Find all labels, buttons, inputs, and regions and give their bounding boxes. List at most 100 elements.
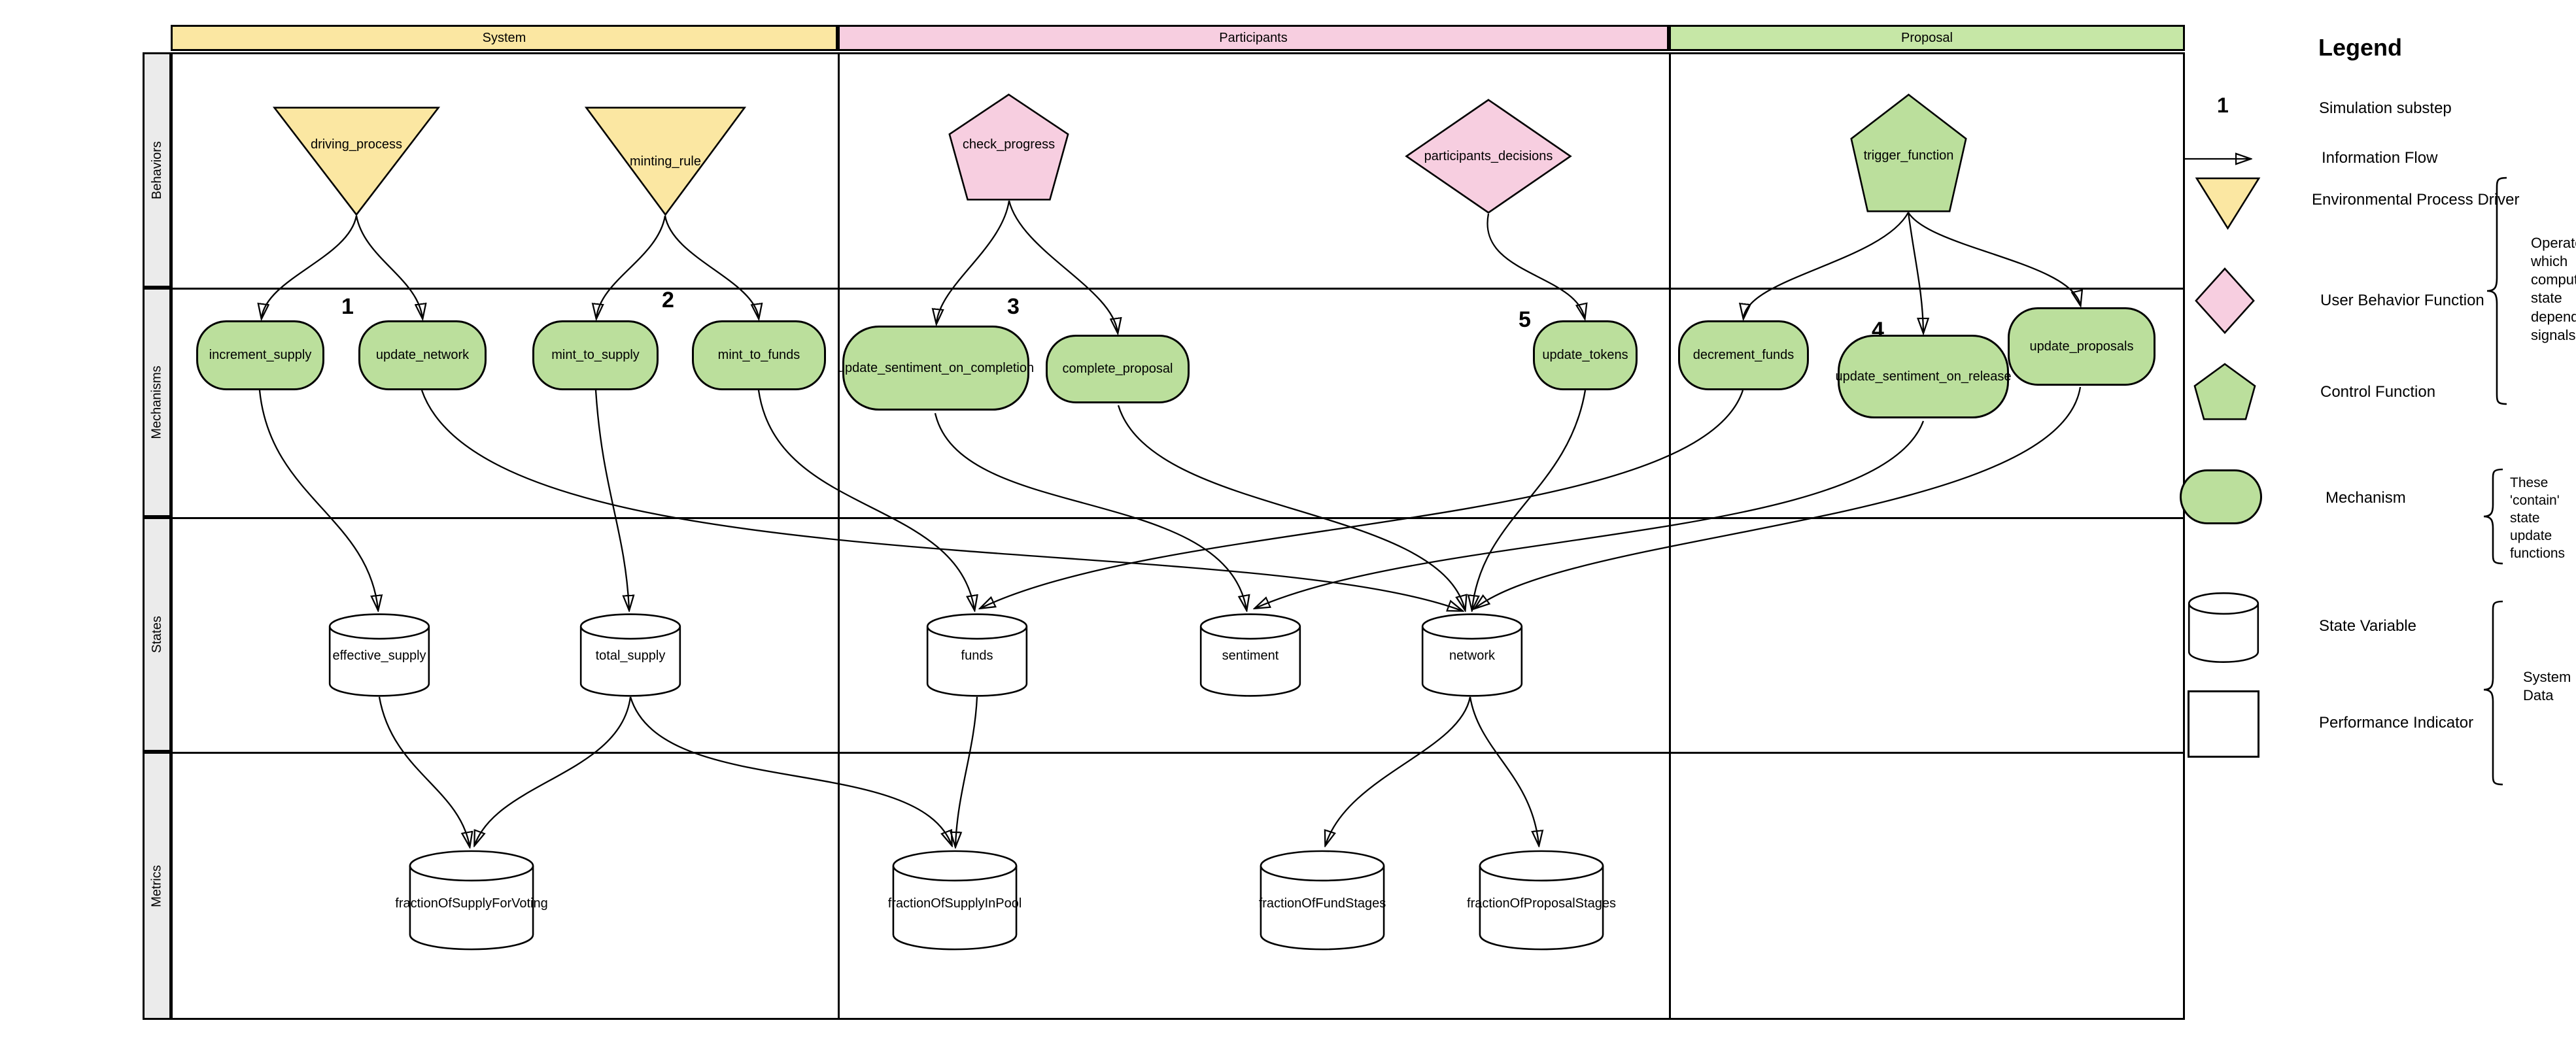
legend-operators-note: Operators which compute state dependent … — [2531, 235, 2576, 343]
legend-title: Legend — [2318, 34, 2403, 61]
column-header-proposal: Proposal — [1669, 25, 2185, 51]
node-mint-to-funds[interactable]: mint_to_funds — [692, 320, 826, 390]
legend-environmental-process-driver-icon — [2196, 178, 2259, 229]
cylinder-shape — [891, 850, 1019, 951]
node-label: effective_supply — [332, 648, 426, 663]
node-label: fractionOfSupplyForVoting — [395, 896, 548, 911]
legend-mechanism-brace — [2483, 468, 2503, 565]
node-label: fractionOfProposalStages — [1467, 896, 1616, 911]
node-label: fractionOfSupplyInPool — [887, 896, 1022, 911]
substep-1: 1 — [341, 294, 354, 319]
row-divider-1 — [171, 288, 2185, 290]
diamond-shape — [1405, 99, 1572, 214]
row-divider-3 — [171, 752, 2185, 754]
node-total-supply[interactable]: total_supply — [579, 613, 682, 697]
column-header-participants-label: Participants — [1219, 30, 1288, 45]
node-label: complete_proposal — [1062, 362, 1173, 376]
cylinder-shape — [407, 850, 536, 951]
legend-control-function-label: Control Function — [2320, 383, 2436, 401]
node-update-sentiment-on-release[interactable]: update_sentiment_on_release — [1835, 335, 2012, 418]
diagram-frame — [171, 52, 2185, 1020]
node-label: fractionOfFundStages — [1258, 896, 1386, 911]
cylinder-shape — [1477, 850, 1606, 951]
row-header-states-label: States — [149, 616, 164, 653]
node-update-sentiment-on-completion[interactable]: update_sentiment_on_completion — [838, 326, 1034, 411]
column-divider-2 — [1669, 52, 1671, 1020]
node-fraction-of-supply-in-pool[interactable]: fractionOfSupplyInPool — [888, 850, 1022, 951]
cylinder-shape — [328, 613, 431, 697]
cylinder-shape — [1258, 850, 1386, 951]
node-increment-supply[interactable]: increment_supply — [196, 320, 324, 390]
legend-environmental-process-driver-label: Environmental Process Driver — [2312, 191, 2520, 209]
node-label: participants_decisions — [1424, 149, 1553, 164]
pentagon-shape — [948, 93, 1069, 201]
legend-performance-indicator-icon — [2188, 690, 2259, 758]
node-complete-proposal[interactable]: complete_proposal — [1046, 335, 1190, 403]
node-update-network[interactable]: update_network — [358, 320, 487, 390]
legend-user-behavior-function-icon — [2195, 268, 2254, 333]
node-network[interactable]: network — [1420, 613, 1524, 697]
node-mint-to-supply[interactable]: mint_to_supply — [532, 320, 659, 390]
legend-mechanism-label: Mechanism — [2326, 489, 2406, 507]
node-label: mint_to_funds — [717, 348, 800, 362]
node-label: decrement_funds — [1692, 348, 1795, 362]
row-header-behaviors: Behaviors — [143, 52, 171, 288]
node-decrement-funds[interactable]: decrement_funds — [1678, 320, 1809, 390]
cylinder-shape — [1420, 613, 1524, 697]
row-header-behaviors-label: Behaviors — [149, 141, 164, 199]
legend-control-function-icon — [2194, 363, 2256, 420]
node-label: minting_rule — [630, 154, 701, 169]
legend-information-flow-label: Information Flow — [2322, 149, 2438, 167]
node-fraction-of-fund-stages[interactable]: fractionOfFundStages — [1258, 850, 1386, 951]
row-header-metrics-label: Metrics — [149, 864, 164, 907]
legend-state-variable-label: State Variable — [2319, 617, 2416, 635]
node-minting-rule[interactable]: minting_rule — [585, 107, 746, 216]
node-fraction-of-proposal-stages[interactable]: fractionOfProposalStages — [1467, 850, 1616, 951]
triangle-shape — [273, 107, 440, 216]
legend-system-data-note: System Data — [2523, 669, 2571, 704]
row-header-states: States — [143, 517, 171, 752]
node-label: funds — [961, 648, 993, 663]
legend-user-behavior-function-label: User Behavior Function — [2320, 292, 2484, 309]
row-header-mechanisms: Mechanisms — [143, 288, 171, 517]
legend-simulation-substep-label: Simulation substep — [2319, 99, 2452, 117]
column-header-system: System — [171, 25, 838, 51]
row-divider-2 — [171, 517, 2185, 519]
pentagon-shape — [1850, 93, 1967, 212]
node-label: update_sentiment_on_release — [1835, 369, 2012, 384]
triangle-shape — [2196, 178, 2259, 229]
node-label: trigger_function — [1863, 148, 1954, 163]
column-header-proposal-label: Proposal — [1901, 30, 1953, 45]
node-label: sentiment — [1222, 648, 1279, 663]
diamond-shape — [2195, 268, 2254, 333]
node-fraction-of-supply-for-voting[interactable]: fractionOfSupplyForVoting — [395, 850, 548, 951]
node-label: mint_to_supply — [551, 348, 640, 362]
legend-state-variable-icon — [2188, 592, 2259, 663]
node-funds[interactable]: funds — [925, 613, 1029, 697]
node-trigger-function[interactable]: trigger_function — [1850, 93, 1967, 212]
node-label: increment_supply — [209, 348, 312, 362]
node-label: update_tokens — [1542, 348, 1628, 362]
node-update-tokens[interactable]: update_tokens — [1533, 320, 1638, 390]
legend-performance-indicator-label: Performance Indicator — [2319, 714, 2474, 732]
cylinder-shape — [579, 613, 682, 697]
cylinder-shape — [2188, 592, 2259, 663]
legend-operators-brace — [2486, 177, 2507, 405]
node-driving-process[interactable]: driving_process — [273, 107, 440, 216]
node-sentiment[interactable]: sentiment — [1199, 613, 1302, 697]
node-label: update_sentiment_on_completion — [837, 360, 1035, 375]
cylinder-shape — [1199, 613, 1302, 697]
legend-mechanism-icon — [2180, 469, 2262, 524]
node-participants-decisions[interactable]: participants_decisions — [1405, 99, 1572, 214]
node-effective-supply[interactable]: effective_supply — [328, 613, 431, 697]
node-check-progress[interactable]: check_progress — [948, 93, 1069, 201]
node-label: network — [1449, 648, 1496, 663]
node-label: check_progress — [962, 137, 1056, 152]
node-label: update_network — [375, 348, 470, 362]
node-update-proposals[interactable]: update_proposals — [2008, 307, 2155, 386]
node-label: update_proposals — [2029, 339, 2134, 354]
pentagon-shape — [2194, 363, 2256, 420]
legend-substep-symbol: 1 — [2217, 93, 2229, 117]
legend-system-data-brace — [2483, 600, 2503, 786]
